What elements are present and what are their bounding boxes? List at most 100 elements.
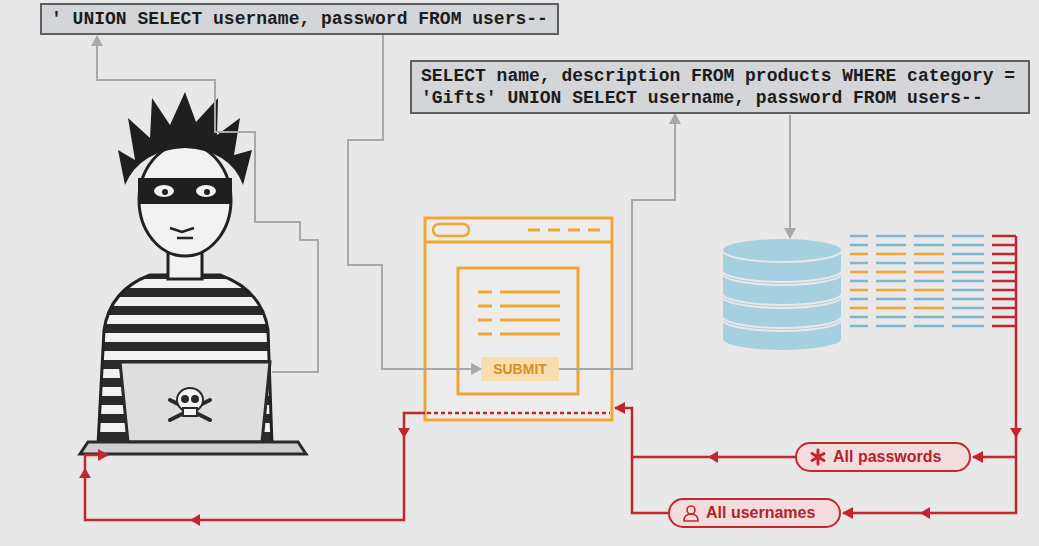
hacker-figure	[162, 189, 168, 195]
result-flow	[973, 326, 1016, 457]
database	[722, 238, 842, 351]
table-rows	[992, 280, 1016, 283]
flow-line	[789, 115, 791, 238]
table-rows	[850, 262, 868, 265]
table-rows	[850, 236, 1016, 326]
table-rows	[850, 298, 868, 301]
table-rows	[992, 262, 1016, 265]
table-rows	[914, 307, 944, 310]
table-rows	[850, 307, 868, 310]
table-rows	[876, 316, 906, 319]
table-rows	[914, 271, 944, 274]
table-rows	[876, 244, 906, 247]
table-rows	[876, 325, 906, 328]
browser-window	[425, 218, 612, 420]
browser-window	[425, 241, 612, 244]
skull-icon	[183, 408, 197, 416]
skull-icon	[192, 396, 198, 402]
code-box: SELECT name, description FROM products W…	[410, 60, 1030, 114]
browser-window	[425, 218, 612, 420]
browser-window	[427, 412, 610, 415]
table-rows	[914, 253, 944, 256]
table-rows	[952, 262, 984, 265]
result-pill: All passwords	[795, 442, 971, 472]
table-rows	[876, 280, 906, 283]
table-rows	[876, 235, 906, 238]
table-rows	[952, 307, 984, 310]
code-box: ' UNION SELECT username, password FROM u…	[40, 3, 559, 35]
table-rows	[850, 316, 868, 319]
laptop	[80, 362, 306, 454]
hacker-figure	[154, 185, 174, 197]
table-rows	[992, 244, 1016, 247]
direction-arrows	[1010, 428, 1022, 438]
table-rows	[992, 316, 1016, 319]
node-text: SUBMIT	[493, 360, 547, 378]
table-rows	[914, 316, 944, 319]
hacker-figure	[196, 185, 216, 197]
skull-icon	[170, 388, 210, 420]
laptop	[120, 362, 270, 442]
laptop	[80, 442, 306, 454]
table-rows	[952, 271, 984, 274]
asterisk-icon	[812, 450, 824, 464]
table-rows	[952, 280, 984, 283]
table-rows	[850, 271, 868, 274]
table-rows	[914, 298, 944, 301]
table-rows	[992, 307, 1016, 310]
table-rows	[876, 307, 906, 310]
table-rows	[992, 253, 1016, 256]
table-rows	[850, 325, 868, 328]
direction-arrows	[398, 428, 410, 438]
table-rows	[992, 271, 1016, 274]
table-rows	[952, 244, 984, 247]
table-rows	[914, 325, 944, 328]
direction-arrows	[79, 468, 91, 478]
hacker-figure	[204, 189, 210, 195]
table-rows	[914, 262, 944, 265]
hacker-figure	[170, 228, 194, 238]
node-text: All usernames	[706, 503, 827, 523]
user-icon	[681, 503, 701, 523]
flow-line	[97, 36, 318, 372]
table-rows	[914, 280, 944, 283]
browser-window	[478, 292, 560, 334]
table-rows	[876, 262, 906, 265]
result-flow	[85, 326, 1016, 520]
table-rows	[992, 289, 1016, 292]
table-rows	[876, 271, 906, 274]
flow-connector	[559, 114, 675, 369]
user-icon	[684, 514, 698, 521]
hacker-figure	[98, 92, 272, 445]
submit-button: SUBMIT	[481, 357, 559, 381]
asterisk-icon	[808, 447, 828, 467]
table-rows	[952, 253, 984, 256]
table-rows	[952, 298, 984, 301]
direction-arrows	[920, 507, 930, 519]
table-rows	[914, 289, 944, 292]
hacker-figure	[118, 92, 252, 185]
table-rows	[952, 325, 984, 328]
direction-arrows	[79, 428, 1022, 526]
hacker-figure	[138, 178, 232, 204]
hacker-figure	[139, 144, 231, 256]
node-text: All passwords	[833, 447, 957, 467]
table-rows	[850, 244, 868, 247]
result-bracket	[1015, 236, 1018, 326]
direction-arrows	[708, 451, 718, 463]
table-rows	[992, 235, 1016, 238]
table-rows	[952, 316, 984, 319]
result-flow	[615, 408, 795, 457]
database	[722, 238, 842, 262]
result-pill: All usernames	[668, 498, 841, 528]
table-rows	[876, 289, 906, 292]
browser-window	[433, 224, 469, 236]
table-rows	[952, 235, 984, 238]
browser-window	[458, 268, 578, 394]
table-rows	[850, 235, 868, 238]
table-rows	[876, 298, 906, 301]
table-rows	[914, 235, 944, 238]
direction-arrows	[190, 514, 200, 526]
table-rows	[914, 244, 944, 247]
